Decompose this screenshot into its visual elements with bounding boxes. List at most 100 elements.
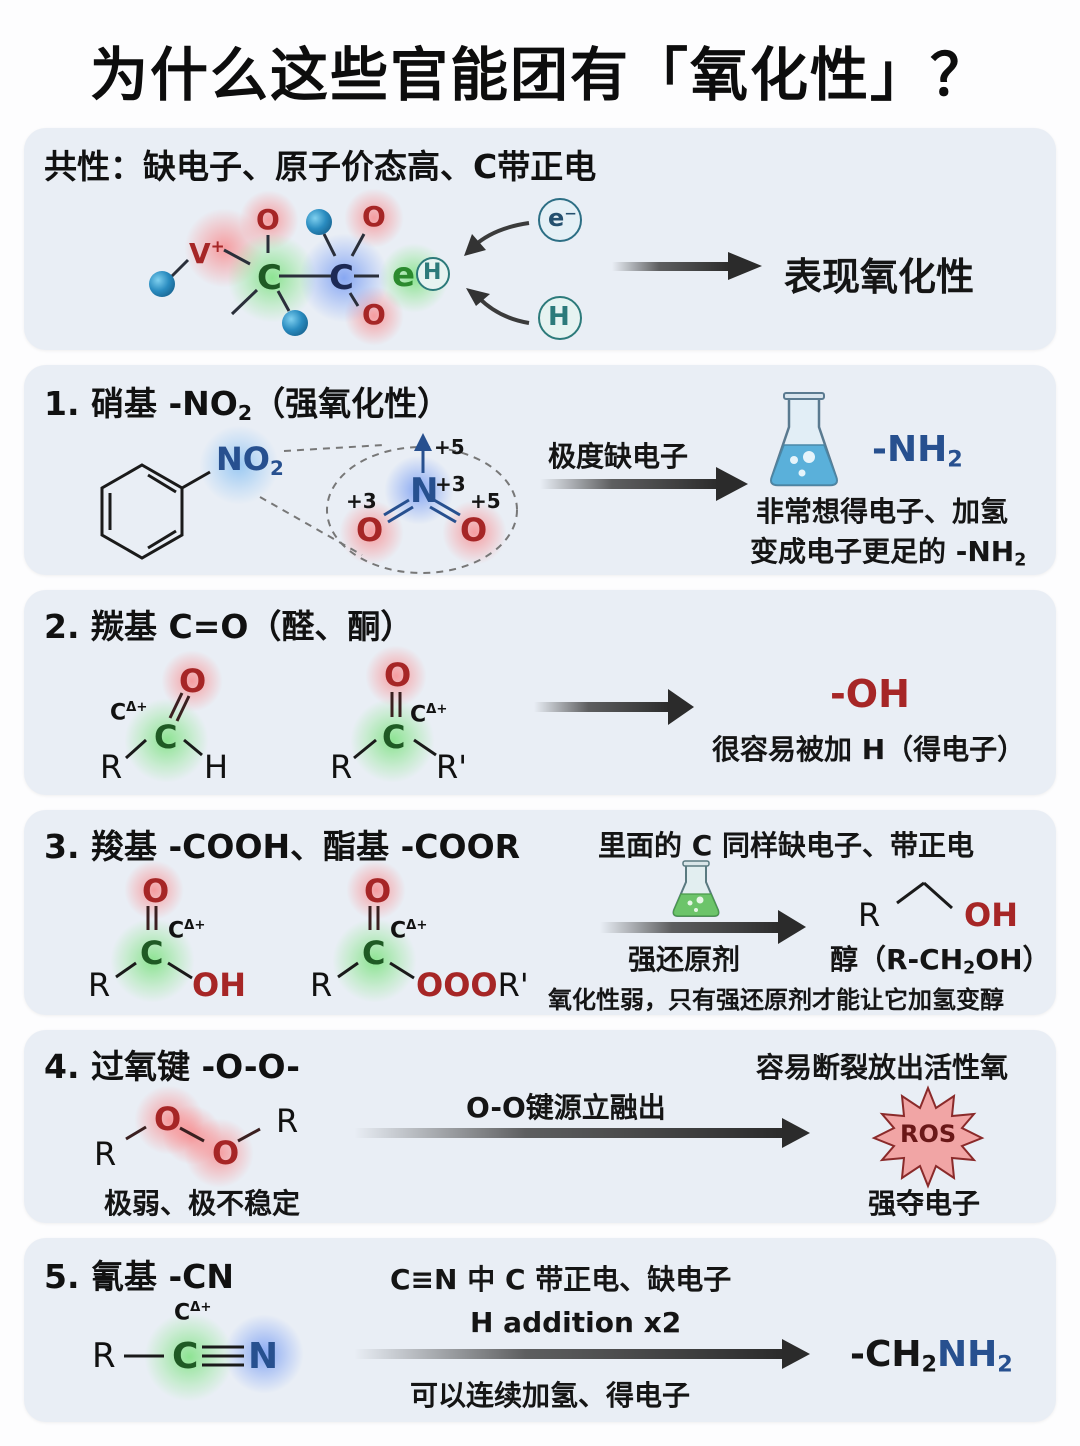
flask-icon [672, 860, 720, 917]
delta-c: C [390, 918, 407, 944]
r-atom: R [88, 966, 111, 1004]
delta-c: C [168, 918, 185, 944]
carboxyl-bonds [115, 860, 953, 980]
carbonyl-desc: 很容易被加 H（得电子） [712, 733, 1026, 766]
carbonyl-heading: 2. 羰基 C=O（醛、酮） [44, 607, 414, 646]
arrowhead [716, 467, 748, 501]
arrowhead [668, 689, 694, 725]
c-atom: C [362, 934, 386, 972]
ox-state-n-top: +5 [434, 435, 465, 459]
ball-atom [149, 271, 175, 297]
up-arrow [414, 433, 432, 451]
o-atom: O [154, 1100, 182, 1138]
o-atom: O [362, 200, 386, 233]
product-name: 醇（R-CH2OH） [830, 938, 1051, 978]
no2-sub: 2 [269, 456, 284, 480]
cyano-line3: 可以连续加氢、得电子 [410, 1379, 691, 1412]
bond [322, 233, 337, 257]
peroxide-arrow-label: O-O键源立融出 [466, 1091, 666, 1124]
arrowhead [728, 252, 762, 280]
arrow-shaft [600, 922, 780, 933]
delta-sup: Δ+ [184, 918, 206, 933]
h-circle [416, 257, 450, 291]
r-atom: R [92, 1336, 116, 1376]
o-atom: O [364, 872, 392, 910]
zoom-ellipse [259, 444, 518, 574]
cyano-line2: H addition x2 [470, 1306, 682, 1339]
oh-group: OH [192, 966, 246, 1004]
r-prime-atom: R' [436, 748, 468, 786]
cyano-drawing [124, 1339, 810, 1369]
bond [168, 258, 190, 280]
nitro-heading: 1. 硝基 -NO2（强氧化性） [44, 377, 450, 425]
arrowhead [782, 1339, 810, 1369]
carboxyl-desc: 氧化性弱，只有强还原剂才能让它加氢变醇 [548, 986, 1004, 1014]
h-circle [538, 296, 582, 340]
product-sub: 2 [947, 446, 963, 473]
o-atom: O [256, 203, 280, 236]
nh-text: NH [937, 1334, 998, 1375]
o-atom: O [384, 656, 412, 694]
common-result: 表现氧化性 [784, 255, 975, 299]
arrow-shaft [354, 1349, 784, 1359]
ox-state-n: +3 [435, 472, 466, 496]
carbonyl-product: -OH [830, 672, 910, 716]
ch-text: -CH [850, 1334, 922, 1375]
c-atom: C [140, 934, 164, 972]
ball-atom [306, 209, 332, 235]
product-oh: OH [964, 896, 1018, 934]
no2-group: NO2 [216, 440, 284, 480]
ox-state-o-right: +5 [470, 489, 501, 513]
c-delta-label: CΔ+ [390, 918, 427, 944]
cyano-line1: C≡N 中 C 带正电、缺电子 [390, 1263, 732, 1296]
ox-state-o-left: +3 [346, 489, 377, 513]
carbonyl-card: 2. 羰基 C=O（醛、酮） O C CΔ+ R H O [24, 590, 1056, 795]
delta-sup: Δ+ [426, 702, 448, 717]
bond [276, 290, 291, 312]
page-title: 为什么这些官能团有「氧化性」？ [89, 41, 990, 109]
o-atom: O [212, 1134, 240, 1172]
bond [348, 292, 360, 307]
nh-sub: 2 [997, 1351, 1013, 1378]
peroxide-note: 容易断裂放出活性氧 [756, 1051, 1009, 1084]
o-glow [124, 860, 184, 920]
ester-group: OOOR' [416, 966, 529, 1004]
ros-label: ROS [900, 1120, 957, 1148]
c-delta-label: CΔ+ [168, 918, 205, 944]
nitro-desc-line1: 非常想得电子、加氢 [756, 495, 1009, 528]
arrowhead [466, 288, 490, 306]
c-delta-label: CΔ+ [174, 1300, 211, 1326]
c-atom: C [382, 718, 406, 756]
c-glow [124, 698, 209, 783]
o-atom: O [362, 298, 386, 331]
product-r: R [858, 896, 881, 934]
arrowhead [778, 910, 806, 944]
nitro-product: -NH2 [872, 429, 963, 473]
bond [223, 248, 251, 266]
flask-icon [770, 392, 838, 487]
desc-sub: 2 [1014, 550, 1027, 571]
carboxyl-card: 3. 羧基 -COOH、酯基 -COOR 里面的 C 同样缺电子、带正电 [24, 810, 1056, 1015]
h-atom: H [548, 302, 570, 332]
desc-text: 变成电子更足的 -NH [750, 535, 1015, 568]
common-card: 共性：缺电子、原子价态高、C带正电 [24, 128, 1056, 350]
arrow-shaft [540, 479, 720, 489]
nitro-desc-line2: 变成电子更足的 -NH2 [750, 530, 1026, 570]
carboxyl-arrow-label: 强还原剂 [628, 943, 741, 976]
o-atom: O [142, 872, 170, 910]
e-minus-atom: e⁻ [548, 204, 577, 232]
no2-text: NO [216, 440, 270, 478]
ooo-text: OOO [416, 966, 498, 1004]
delta-c: C [110, 700, 127, 726]
heading-text: 1. 硝基 -NO [44, 384, 238, 423]
c-atom: C [257, 258, 282, 298]
r-atom: R [100, 748, 123, 786]
o-atom: O [356, 511, 384, 549]
c-glow [110, 918, 195, 1003]
e-atom: e [392, 255, 416, 295]
delta-sup: Δ+ [406, 918, 428, 933]
r-atom: R [94, 1135, 117, 1173]
no2-glow [199, 425, 279, 505]
peroxide-heading: 4. 过氧键 -O-O- [44, 1047, 300, 1086]
r-atom: R [276, 1102, 299, 1140]
